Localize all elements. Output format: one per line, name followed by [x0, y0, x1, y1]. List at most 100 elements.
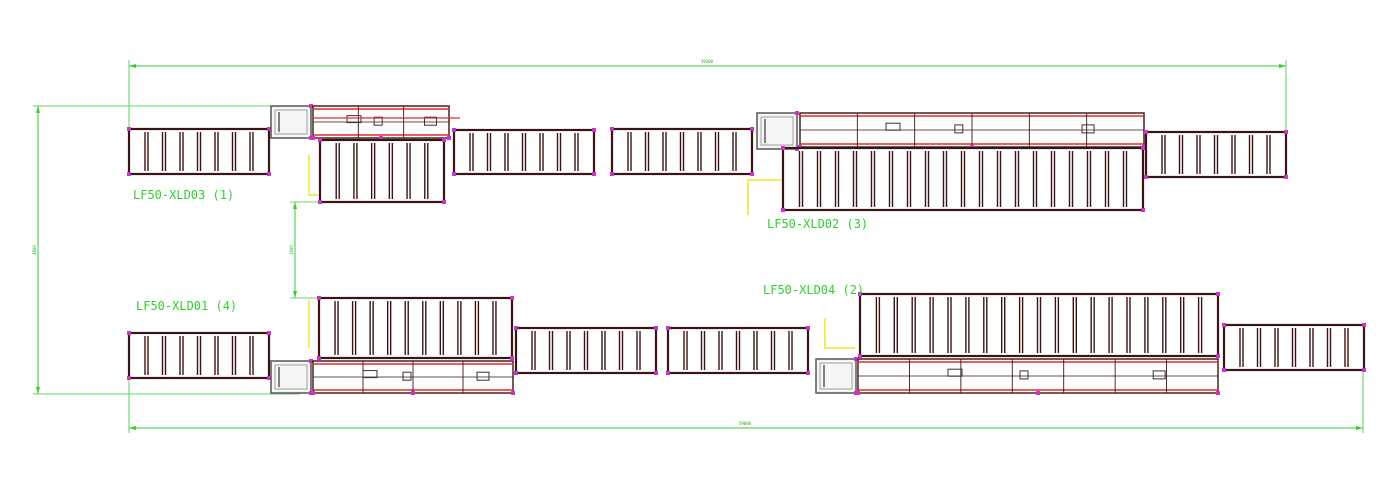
node-marker	[411, 391, 415, 395]
node-marker	[442, 200, 446, 204]
conveyor-frame	[317, 296, 514, 360]
node-marker	[858, 354, 862, 358]
conveyor-frame	[514, 326, 658, 375]
node-marker	[317, 296, 321, 300]
component-block	[362, 370, 378, 379]
node-marker	[1222, 368, 1226, 372]
dimension-top: 59300	[128, 59, 1287, 140]
component-block	[1019, 370, 1029, 380]
node-marker	[1036, 391, 1040, 395]
component-block	[1081, 124, 1095, 134]
component-block	[947, 368, 963, 377]
node-marker	[447, 136, 451, 140]
node-marker	[654, 371, 658, 375]
node-marker	[750, 172, 754, 176]
node-marker	[781, 208, 785, 212]
node-marker	[1141, 146, 1145, 150]
node-marker	[666, 371, 670, 375]
component-block	[885, 122, 901, 131]
conveyor-frame	[127, 331, 271, 380]
line-label-xld02: LF50-XLD02 (3)	[767, 217, 869, 231]
unit-inner	[274, 364, 308, 390]
unit-frame	[756, 112, 798, 150]
conveyor-frame	[1144, 130, 1288, 179]
node-marker	[1144, 130, 1148, 134]
dimension-left: 4800	[32, 105, 300, 395]
node-marker	[317, 356, 321, 360]
unit-frame	[815, 358, 857, 394]
node-marker	[309, 359, 313, 363]
machine-strip-xld03	[311, 105, 451, 140]
node-marker	[854, 357, 858, 361]
node-marker	[795, 111, 799, 115]
conveyor-xld02-output	[1144, 130, 1288, 179]
line-label-xld03: LF50-XLD03 (1)	[133, 188, 235, 202]
conveyor-frame	[610, 127, 754, 176]
lift-unit-xld01	[270, 359, 313, 395]
node-marker	[806, 326, 810, 330]
node-marker	[610, 172, 614, 176]
node-marker	[654, 326, 658, 330]
line-label-xld04: LF50-XLD04 (2)	[763, 283, 865, 297]
conveyor-xld01-buffer	[317, 296, 514, 360]
node-marker	[1141, 208, 1145, 212]
node-marker	[858, 292, 862, 296]
unit-frame	[270, 105, 312, 139]
node-marker	[610, 127, 614, 131]
conveyor-xld01-input	[127, 331, 271, 380]
node-marker	[379, 136, 383, 140]
component-block	[424, 116, 438, 126]
node-marker	[806, 371, 810, 375]
conveyor-frame	[452, 128, 596, 176]
unit-inner	[760, 116, 794, 146]
node-marker	[311, 136, 315, 140]
conveyor-frame	[858, 292, 1220, 358]
unit-inner	[274, 109, 308, 135]
node-marker	[592, 128, 596, 132]
node-marker	[510, 296, 514, 300]
node-marker	[318, 200, 322, 204]
dimension-middle: 1600	[289, 201, 320, 299]
equipment-layer	[127, 104, 1366, 395]
component-block	[402, 371, 412, 381]
node-marker	[666, 326, 670, 330]
node-marker	[127, 172, 131, 176]
dimension-top-value: 59300	[701, 59, 714, 64]
lift-unit-xld03	[270, 104, 313, 140]
conveyor-xld01-output	[514, 326, 658, 375]
conveyor-xld03-buffer	[318, 138, 446, 204]
node-marker	[267, 127, 271, 131]
node-marker	[311, 391, 315, 395]
conveyor-xld04-output	[1222, 323, 1366, 372]
node-marker	[1216, 354, 1220, 358]
conveyor-xld02-buffer	[781, 146, 1145, 212]
node-marker	[781, 146, 785, 150]
bracket-arrow-xld02	[747, 179, 782, 215]
conveyor-frame	[666, 326, 810, 375]
line-label-xld01: LF50-XLD01 (4)	[136, 299, 238, 313]
node-marker	[511, 391, 515, 395]
node-marker	[309, 104, 313, 108]
lift-unit-xld04	[815, 357, 858, 395]
node-marker	[1216, 292, 1220, 296]
conveyor-frame	[1222, 323, 1366, 372]
machine-strip-xld01	[311, 360, 515, 395]
dimension-left-value: 4800	[32, 245, 37, 255]
node-marker	[1362, 368, 1366, 372]
node-marker	[510, 356, 514, 360]
lift-unit-xld02	[756, 111, 799, 151]
node-marker	[267, 331, 271, 335]
component-block	[476, 371, 490, 381]
node-marker	[592, 172, 596, 176]
node-marker	[452, 172, 456, 176]
component-block	[346, 115, 362, 124]
node-marker	[1284, 175, 1288, 179]
unit-inner	[819, 362, 853, 390]
component-block	[373, 116, 383, 126]
conveyor-xld04-input	[666, 326, 810, 375]
conveyor-xld03-output	[452, 128, 596, 176]
dimension-bottom: 59000	[128, 370, 1364, 433]
machine-strip-xld02	[798, 112, 1146, 149]
